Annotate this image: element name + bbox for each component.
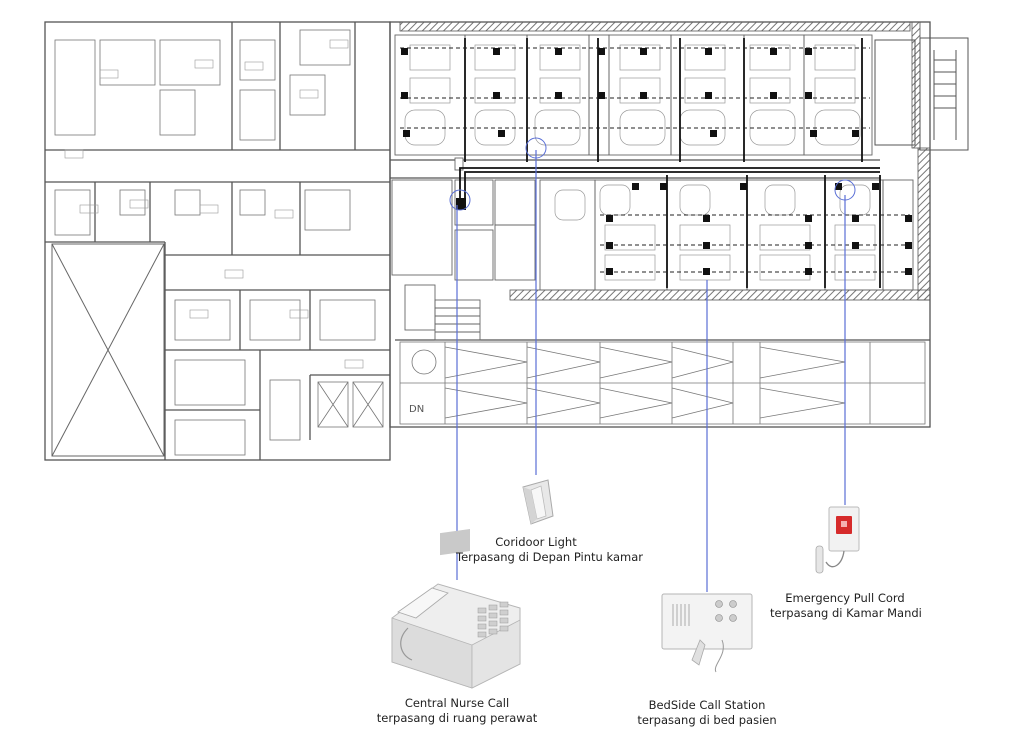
nurse-station-area bbox=[391, 157, 536, 341]
bottom-patient-rooms bbox=[539, 179, 914, 291]
bedside-call-station-subtitle: terpasang di bed pasien bbox=[637, 713, 777, 727]
leader-lines bbox=[456, 150, 846, 592]
left-wing bbox=[44, 21, 391, 461]
bottom-room-details bbox=[554, 184, 876, 281]
atrium-void bbox=[51, 243, 165, 457]
central-nurse-call-caption: Central Nurse Call terpasang di ruang pe… bbox=[372, 696, 542, 726]
central-nurse-call-title: Central Nurse Call bbox=[404, 696, 510, 710]
room-tags-left bbox=[64, 39, 364, 369]
top-patient-rooms bbox=[394, 34, 873, 156]
elevator-shafts bbox=[317, 381, 384, 428]
corridor-light-subtitle: Terpasang di Depan Pintu kamar bbox=[456, 550, 643, 564]
hatched-walls bbox=[399, 21, 931, 301]
left-rooms bbox=[54, 29, 384, 456]
corridor-light-icon bbox=[522, 479, 554, 525]
highlight-circles bbox=[449, 137, 856, 211]
bedside-call-station-icon bbox=[661, 593, 753, 673]
call-device-markers bbox=[401, 48, 912, 275]
emergency-pull-cord-caption: Emergency Pull Cord terpasang di Kamar M… bbox=[770, 591, 922, 621]
emergency-pull-cord-icon bbox=[815, 506, 860, 574]
dn-label: DN bbox=[409, 404, 424, 415]
top-room-details bbox=[404, 44, 861, 146]
ramp-area bbox=[399, 341, 926, 425]
dashed-circuits bbox=[400, 47, 910, 273]
central-nurse-call-subtitle: terpasang di ruang perawat bbox=[376, 711, 538, 725]
nurse-call-wiring bbox=[459, 38, 881, 288]
corridor-light-title: Coridoor Light bbox=[495, 535, 577, 549]
bedside-call-station-title: BedSide Call Station bbox=[648, 698, 766, 712]
emergency-pull-cord-subtitle: terpasang di Kamar Mandi bbox=[770, 606, 922, 620]
corridor-light-caption: Coridoor Light Terpasang di Depan Pintu … bbox=[456, 535, 643, 565]
bedside-call-station-caption: BedSide Call Station terpasang di bed pa… bbox=[632, 698, 782, 728]
central-nurse-call-icon bbox=[391, 528, 521, 689]
stair-core bbox=[874, 37, 969, 151]
emergency-pull-cord-title: Emergency Pull Cord bbox=[785, 591, 905, 605]
